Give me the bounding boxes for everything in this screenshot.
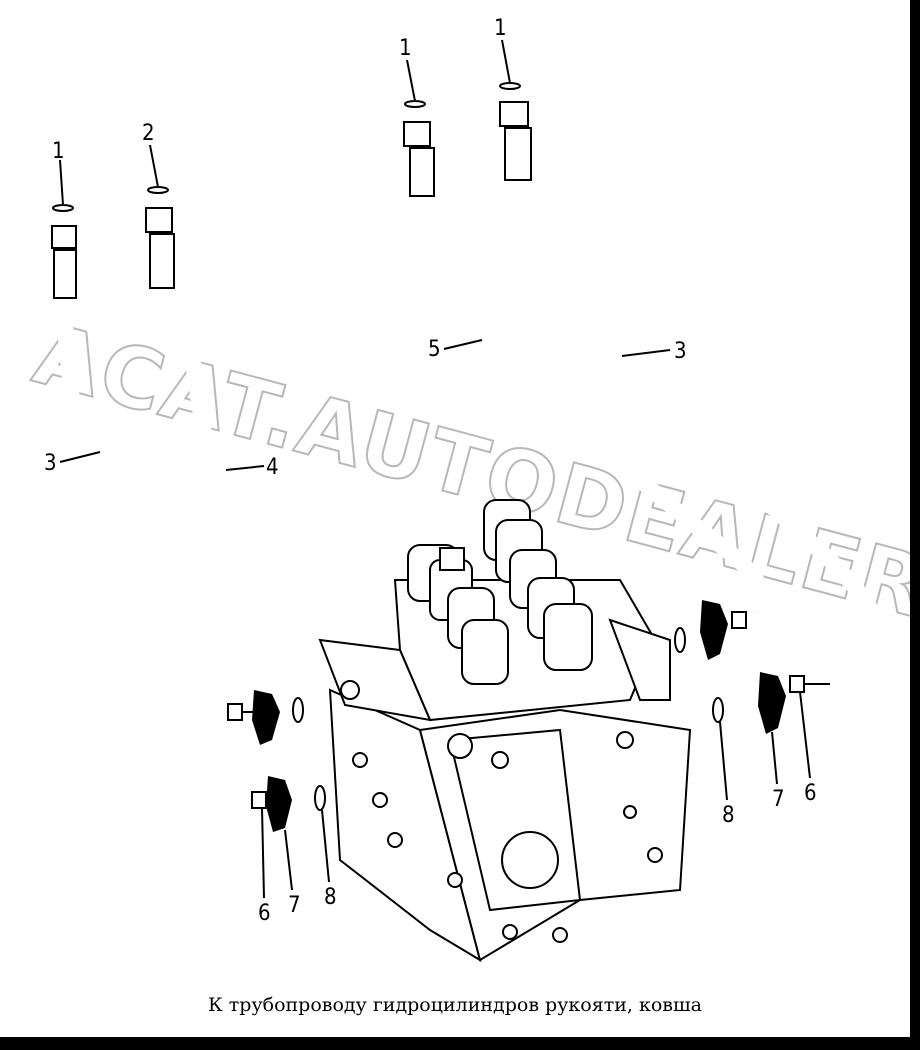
control-valve-block [318, 499, 692, 963]
callout-5: 5 [428, 337, 441, 362]
callout-3-left: 3 [44, 451, 57, 476]
solenoid-cartridges [407, 499, 593, 685]
callout-1-left: 1 [52, 139, 65, 164]
callout-8-left: 8 [324, 885, 337, 910]
right-hose-3 [518, 173, 888, 690]
callout-8-right: 8 [722, 803, 735, 828]
right-hose-5 [422, 189, 770, 618]
right-fitting-1a [403, 100, 435, 197]
callout-6-left: 6 [258, 901, 271, 926]
left-hose-4 [140, 280, 259, 811]
left-knob-upper [227, 690, 304, 745]
drawing-sheet: ACAT.AUTODEALER.RU [0, 0, 910, 1037]
diagram-caption: К трубопроводу гидроцилиндров рукояти, к… [208, 994, 702, 1016]
callout-2: 2 [142, 121, 155, 146]
left-fitting-2 [145, 186, 175, 289]
callout-4: 4 [266, 455, 279, 480]
left-hose-3 [46, 284, 232, 782]
right-knob-upper [674, 600, 747, 660]
callout-1-mid: 1 [399, 36, 412, 61]
callout-6-right: 6 [804, 781, 817, 806]
callout-7-right: 7 [772, 787, 785, 812]
right-knob-lower [712, 672, 830, 734]
callout-7-left: 7 [288, 893, 301, 918]
hydraulic-hose-diagram: ACAT.AUTODEALER.RU [24, 16, 910, 963]
right-fitting-1b [499, 82, 532, 181]
callout-1-right: 1 [494, 16, 507, 41]
left-fitting-1 [51, 204, 77, 299]
callouts: 1 2 1 1 3 4 5 3 6 7 8 8 7 6 [44, 16, 817, 926]
left-knob-lower [251, 776, 326, 832]
callout-3-right: 3 [674, 339, 687, 364]
